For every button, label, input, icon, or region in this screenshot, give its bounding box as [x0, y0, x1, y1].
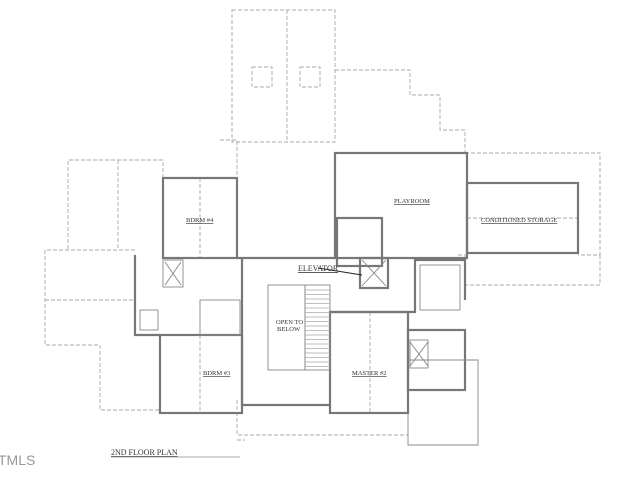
plan-title: 2ND FLOOR PLAN [111, 448, 178, 457]
room-label-bdrm3: BDRM #3 [203, 370, 230, 377]
watermark: TMLS [0, 452, 35, 468]
dashed-outlines [44, 9, 601, 441]
room-label-playroom: PLAYROOM [394, 198, 430, 205]
walls [133, 151, 580, 446]
room-label-bdrm4: BDRM #4 [186, 217, 214, 224]
room-label-elevator: ELEVATOR [298, 264, 339, 273]
room-label-conditioned-storage: CONDITIONED STORAGE [481, 217, 557, 224]
room-label-open-to-below: OPEN TO [276, 319, 303, 326]
stair-treads [305, 289, 330, 367]
elevator-shaft [164, 259, 429, 367]
room-label-open-to-below-2: BELOW [277, 326, 301, 333]
room-label-master2: MASTER #2 [352, 370, 387, 377]
